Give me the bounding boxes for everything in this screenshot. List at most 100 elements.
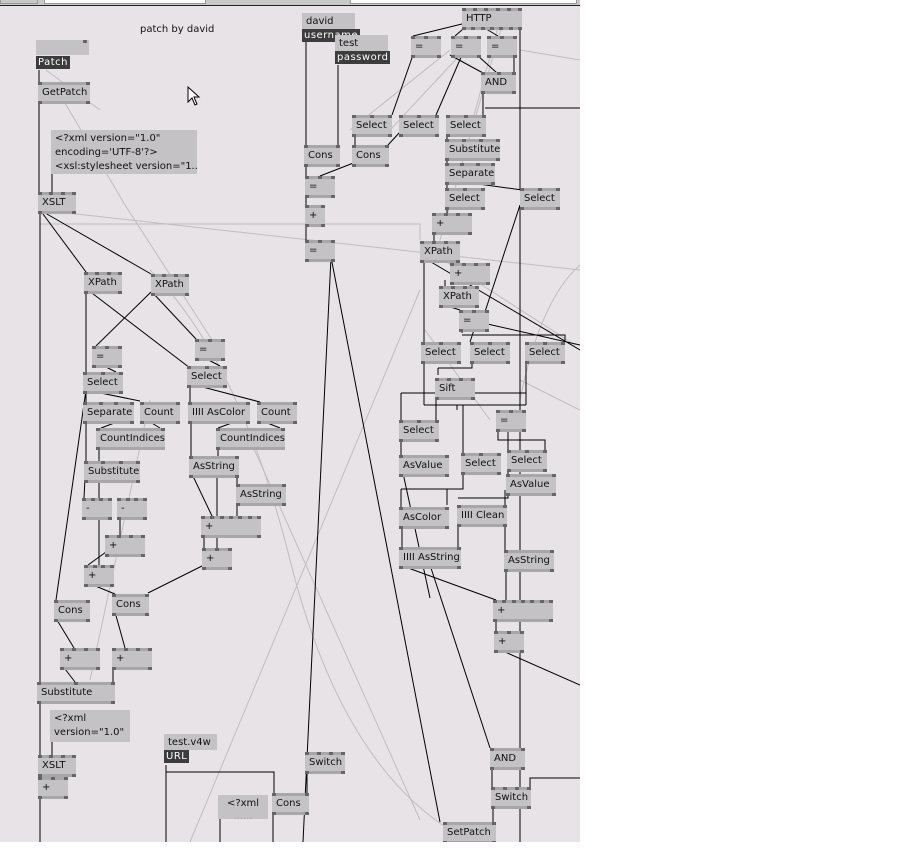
input-pin[interactable] xyxy=(257,402,261,405)
input-pin[interactable] xyxy=(112,594,116,597)
node-eq-cred[interactable]: = xyxy=(305,176,335,198)
input-pin[interactable] xyxy=(148,648,152,651)
output-pin[interactable] xyxy=(527,806,531,809)
output-pin[interactable] xyxy=(235,475,239,478)
node-sel-h6[interactable]: Select xyxy=(421,342,461,364)
input-pin[interactable] xyxy=(474,263,478,266)
input-pin[interactable] xyxy=(72,755,76,758)
xml-iobox-bottom[interactable]: <?xml ...... xyxy=(218,795,268,819)
input-pin[interactable] xyxy=(443,822,447,825)
node-xpath3[interactable]: XPath xyxy=(420,241,460,263)
output-pin[interactable] xyxy=(38,796,42,799)
input-pin[interactable] xyxy=(37,682,41,685)
output-pin[interactable] xyxy=(445,207,449,210)
output-pin[interactable] xyxy=(439,305,443,308)
output-pin[interactable] xyxy=(522,429,526,432)
input-pin[interactable] xyxy=(72,192,76,195)
output-pin[interactable] xyxy=(411,55,415,58)
output-pin[interactable] xyxy=(468,232,472,235)
input-pin[interactable] xyxy=(432,213,436,216)
output-pin[interactable] xyxy=(399,439,403,442)
input-pin[interactable] xyxy=(118,272,122,275)
input-pin[interactable] xyxy=(475,286,479,289)
output-pin[interactable] xyxy=(481,27,485,30)
node-asstring1[interactable]: AsString xyxy=(189,456,239,478)
input-pin[interactable] xyxy=(485,310,489,313)
input-pin[interactable] xyxy=(105,346,109,349)
node-xslt2[interactable]: XSLT xyxy=(38,755,76,777)
output-pin[interactable] xyxy=(216,447,220,450)
input-pin[interactable] xyxy=(496,8,500,11)
input-pin[interactable] xyxy=(86,82,90,85)
output-pin[interactable] xyxy=(84,291,88,294)
input-pin[interactable] xyxy=(502,600,506,603)
output-pin[interactable] xyxy=(118,365,122,368)
node-asvalue2[interactable]: AsValue xyxy=(506,474,556,496)
node-minus2[interactable]: - xyxy=(117,498,147,520)
input-pin[interactable] xyxy=(496,410,500,413)
input-pin[interactable] xyxy=(460,163,464,166)
input-pin[interactable] xyxy=(223,366,227,369)
input-pin[interactable] xyxy=(318,240,322,243)
output-pin[interactable] xyxy=(399,566,403,569)
node-eq-h5[interactable]: = xyxy=(496,410,526,432)
input-pin[interactable] xyxy=(507,8,511,11)
input-pin[interactable] xyxy=(105,535,109,538)
input-pin[interactable] xyxy=(507,631,511,634)
input-pin[interactable] xyxy=(130,402,134,405)
output-pin[interactable] xyxy=(457,524,461,527)
output-pin[interactable] xyxy=(130,421,134,424)
input-pin[interactable] xyxy=(506,342,510,345)
node-asstring3[interactable]: IIII AsString xyxy=(399,547,461,569)
input-pin[interactable] xyxy=(399,507,403,510)
input-pin[interactable] xyxy=(162,274,166,277)
input-pin[interactable] xyxy=(336,145,340,148)
input-pin[interactable] xyxy=(479,139,483,142)
node-xslt1[interactable]: XSLT xyxy=(38,192,76,214)
input-pin[interactable] xyxy=(272,793,276,796)
output-pin[interactable] xyxy=(60,667,64,670)
input-pin[interactable] xyxy=(257,516,261,519)
input-pin[interactable] xyxy=(329,752,333,755)
node-clean[interactable]: IIII Clean xyxy=(457,505,507,527)
output-pin[interactable] xyxy=(331,259,335,262)
input-pin[interactable] xyxy=(129,535,133,538)
output-pin[interactable] xyxy=(293,421,297,424)
output-pin[interactable] xyxy=(352,164,356,167)
output-pin[interactable] xyxy=(432,232,436,235)
output-pin[interactable] xyxy=(503,524,507,527)
output-pin[interactable] xyxy=(461,472,465,475)
node-select1[interactable]: Select xyxy=(83,372,123,394)
node-eq-h2[interactable]: = xyxy=(451,36,481,58)
output-pin[interactable] xyxy=(487,55,491,58)
input-pin[interactable] xyxy=(464,36,468,39)
input-pin[interactable] xyxy=(561,342,565,345)
node-cons-url[interactable]: Cons xyxy=(272,793,309,815)
input-pin[interactable] xyxy=(543,450,547,453)
node-plus-cred[interactable]: + xyxy=(305,205,325,227)
input-pin[interactable] xyxy=(117,535,121,538)
input-pin[interactable] xyxy=(101,372,105,375)
input-pin[interactable] xyxy=(435,115,439,118)
input-pin[interactable] xyxy=(435,378,439,381)
input-pin[interactable] xyxy=(74,682,78,685)
input-pin[interactable] xyxy=(176,402,180,405)
input-pin[interactable] xyxy=(445,188,449,191)
input-pin[interactable] xyxy=(494,631,498,634)
node-sel-h4[interactable]: Select xyxy=(445,188,485,210)
node-sel-h7[interactable]: Select xyxy=(470,342,510,364)
output-pin[interactable] xyxy=(450,282,454,285)
input-pin[interactable] xyxy=(119,372,123,375)
input-pin[interactable] xyxy=(432,241,436,244)
input-pin[interactable] xyxy=(84,461,88,464)
output-pin[interactable] xyxy=(151,293,155,296)
input-pin[interactable] xyxy=(352,145,356,148)
input-pin[interactable] xyxy=(124,648,128,651)
input-pin[interactable] xyxy=(96,428,100,431)
input-pin[interactable] xyxy=(107,272,111,275)
output-pin[interactable] xyxy=(385,164,389,167)
output-pin[interactable] xyxy=(236,503,240,506)
output-pin[interactable] xyxy=(399,474,403,477)
input-pin[interactable] xyxy=(388,115,392,118)
input-pin[interactable] xyxy=(552,474,556,477)
